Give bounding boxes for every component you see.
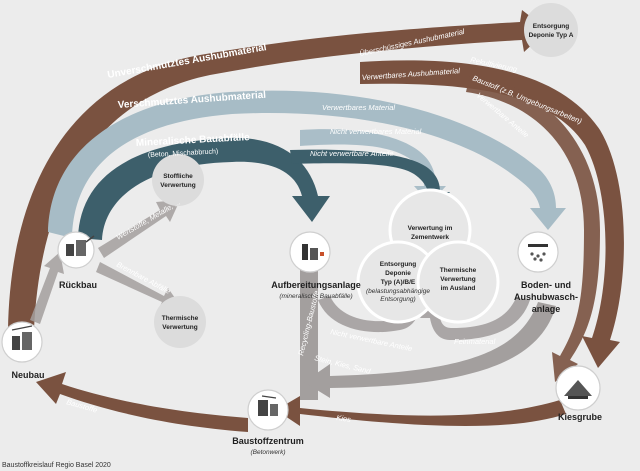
label-deponie-5: Entsorgung) [380, 296, 415, 303]
flow-nicht-verwertbares-material: Nicht verwertbares Material [330, 127, 422, 136]
label-zement-2: Zementwerk [411, 234, 449, 241]
label-boden-1: Boden- und [521, 280, 571, 290]
band-unverschmutzt [8, 10, 548, 330]
flow-kies: Kies [336, 413, 352, 424]
label-baustoffzentrum: Baustoffzentrum [232, 436, 304, 446]
label-ausland-1: Thermische [440, 267, 477, 274]
label-boden-2: Aushubwasch- [514, 292, 578, 302]
band-feinmaterial [420, 298, 530, 340]
band-rekultivierung [466, 74, 600, 382]
band-neubau-up [30, 252, 64, 324]
flow-nicht-verwertbare-anteile: Nicht verwertbare Anteile [310, 149, 394, 158]
baustoffzentrum-icon [258, 395, 278, 416]
rueckbau-icon [66, 235, 95, 256]
band-baustoffe [36, 372, 248, 432]
label-stoffliche-1: Stoffliche [163, 173, 193, 180]
label-stoffliche-2: Verwertung [160, 182, 195, 189]
flow-feinmaterial: Feinmaterial [454, 337, 496, 346]
label-aufbereitung: Aufbereitungsanlage [271, 280, 361, 290]
label-ausland-2: Verwertung [440, 276, 475, 283]
label-baustoffzentrum-sub: (Betonwerk) [250, 449, 285, 456]
label-deponie-3: Typ (A)/B/E [381, 279, 416, 286]
node-stoffliche-circle [152, 154, 204, 206]
band-lblue-branch [300, 129, 446, 204]
label-typA-1: Entsorgung [533, 23, 569, 30]
label-neubau: Neubau [11, 370, 44, 380]
flow-verwertbares-material: Verwertbares Material [322, 103, 395, 112]
band-verschmutzt [48, 90, 566, 239]
label-ausland-3: im Ausland [441, 285, 476, 292]
band-brennbare [96, 262, 182, 310]
flow-wertstoffe: Wertstoffe, Metalle, ... [115, 198, 183, 242]
neubau-icon [11, 325, 33, 350]
label-thermische-2: Verwertung [162, 324, 197, 331]
band-recycling [300, 270, 318, 400]
label-kiesgrube: Kiesgrube [558, 412, 602, 422]
band-mineralisch [78, 137, 330, 240]
band-kies [276, 396, 566, 427]
band-brown-right-arc [360, 60, 624, 368]
label-deponie-1: Entsorgung [380, 261, 416, 268]
title-mineralisch-sub: (Beton, Mischabbruch) [148, 148, 219, 159]
footer-credit: Baustoffkreislauf Regio Basel 2020 [2, 462, 111, 469]
label-zement-1: Verwertung im [408, 225, 453, 232]
label-typA-2: Deponie Typ A [529, 32, 574, 39]
kiesgrube-icon [564, 380, 592, 399]
label-rueckbau: Rückbau [59, 280, 97, 290]
band-teal-branch [290, 149, 450, 210]
label-thermische-1: Thermische [162, 315, 199, 322]
node-ausland-circle [416, 240, 500, 324]
node-thermische-circle [154, 296, 206, 348]
node-typA-circle [524, 3, 578, 57]
aufbereitung-icon [302, 244, 324, 260]
boden-icon [528, 244, 548, 262]
label-deponie-4: (belastungsabhängige [366, 288, 430, 295]
band-wertstoffe [98, 200, 180, 258]
node-boden-circle [517, 231, 559, 273]
band-stein-kies [304, 302, 556, 398]
label-deponie-2: Deponie [385, 270, 411, 277]
label-boden-3: anlage [532, 304, 561, 314]
label-aufbereitung-sub: (mineralische Bauabfälle) [279, 293, 352, 300]
